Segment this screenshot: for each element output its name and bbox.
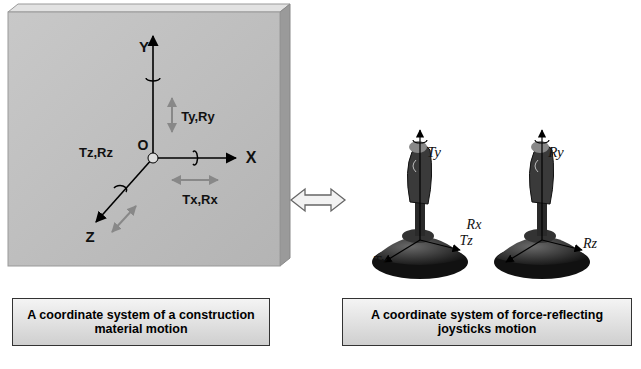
joystick-axis-label: Rz	[583, 237, 597, 251]
axis-label: O	[138, 138, 149, 152]
joystick	[372, 130, 468, 279]
origin	[148, 153, 158, 163]
axis-label: Y	[139, 39, 149, 54]
axis-label: Ty,Ry	[181, 110, 214, 123]
axis-label: Tz,Rz	[79, 146, 113, 159]
caption-text: A coordinate system of a construction ma…	[27, 308, 255, 337]
material-panel	[8, 4, 290, 266]
axis-label: Tx,Rx	[182, 193, 217, 206]
joystick-axis-label: Tx	[373, 255, 387, 269]
caption-box: A coordinate system of a construction ma…	[12, 298, 270, 346]
axes	[96, 36, 236, 222]
rotation-symbols	[114, 78, 198, 192]
axis-label: Z	[85, 229, 94, 244]
joystick	[494, 130, 590, 279]
joystick-axis-label: Ry	[548, 145, 564, 160]
caption-text: A coordinate system of force-reflecting …	[357, 308, 617, 337]
joysticks	[372, 130, 590, 279]
joystick-axis-label: Ty	[427, 145, 441, 160]
joystick-axis-label: Rx	[467, 218, 482, 232]
translation-arrows	[112, 98, 218, 232]
axis-label: X	[246, 150, 257, 166]
joystick-axis-label: Tz	[459, 234, 472, 248]
double-arrow	[291, 189, 345, 211]
caption-box: A coordinate system of force-reflecting …	[342, 298, 632, 346]
